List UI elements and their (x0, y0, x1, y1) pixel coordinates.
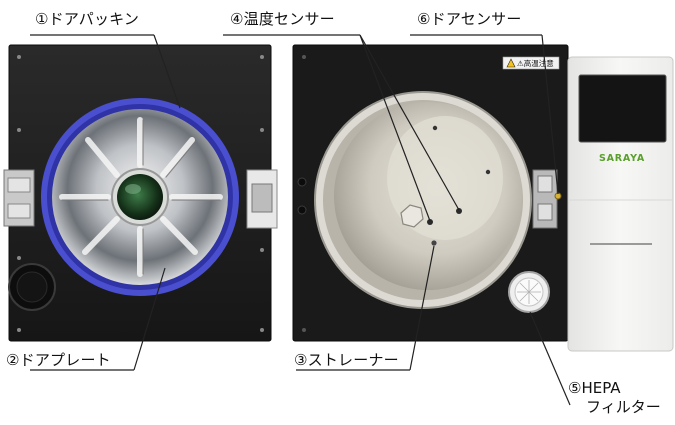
warning-icon (506, 58, 516, 68)
strainer-part (431, 240, 437, 246)
label-temp-sensor: ④温度センサー (230, 10, 335, 28)
label-strainer: ③ストレーナー (294, 351, 399, 369)
door-sensor-hardware (532, 169, 562, 229)
label-hepa-line2: フィルター (586, 398, 661, 416)
label-door-sensor: ⑥ドアセンサー (417, 10, 522, 28)
label-door-packing: ①ドアパッキン (35, 10, 140, 28)
label-hepa-line1: ⑤HEPA (568, 379, 621, 397)
door-assembly (3, 44, 278, 342)
hepa-filter-icon (508, 271, 550, 313)
hinge-icon (3, 169, 35, 227)
drain-cover-icon (8, 263, 56, 311)
brand-logo: SARAYA (599, 153, 645, 164)
display-screen (578, 74, 667, 143)
warning-sticker: ⚠高温注意 (502, 56, 560, 70)
autoclave-body: ⚠高温注意 (292, 44, 674, 352)
control-panel: SARAYA (567, 56, 674, 352)
warning-sticker-text: ⚠高温注意 (517, 58, 554, 68)
label-door-plate: ②ドアプレート (6, 351, 111, 369)
leader-lines (30, 34, 571, 406)
